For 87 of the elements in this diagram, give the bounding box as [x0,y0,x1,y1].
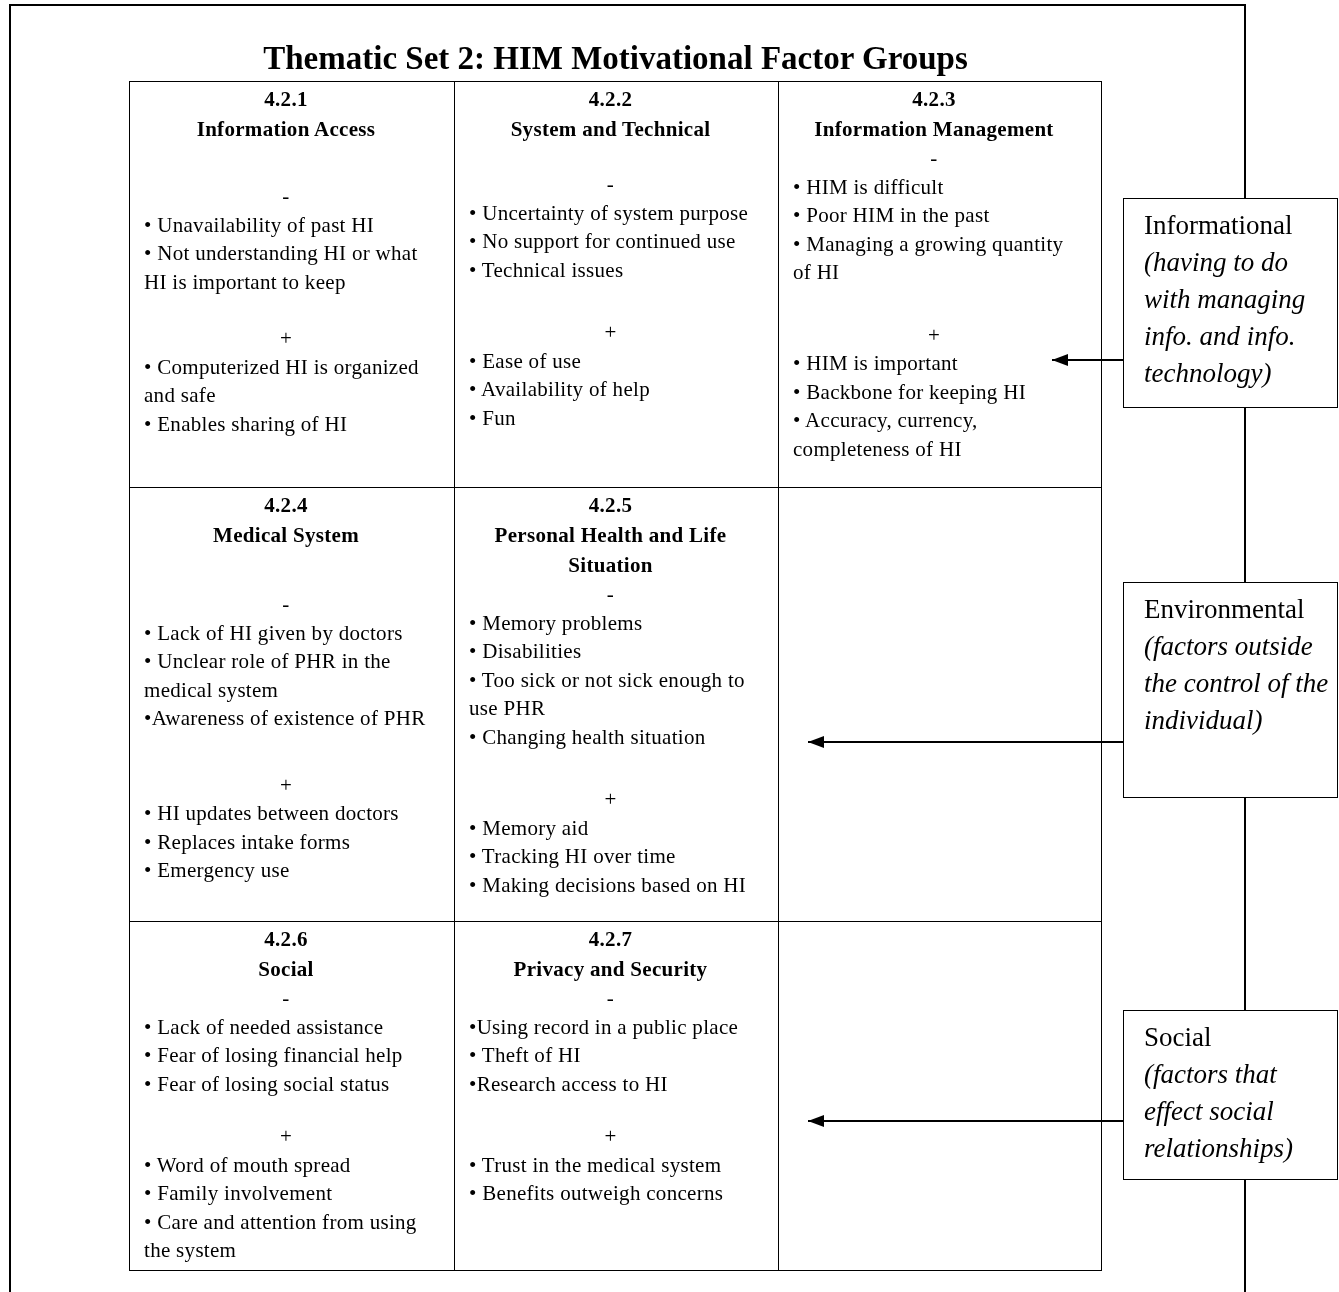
bullet-item: • No support for continued use [469,228,737,255]
bullet-item: • Ease of use [469,347,583,375]
sign-marker: - [281,591,291,618]
bullet-item: • Backbone for keeping HI [793,378,1027,406]
section-heading: Information Management [813,116,1055,143]
sign-marker: + [603,786,618,813]
arrow [1051,354,1124,366]
bullet-item: • HI updates between doctors [144,800,400,827]
section-number: 4.2.5 [587,492,634,519]
bullet-item: • Theft of HI [469,1042,582,1069]
bullet-item: • Lack of HI given by doctors [144,619,404,647]
section-heading: Personal Health and Life Situation [493,522,728,579]
bullet-item: • Family involvement [144,1180,334,1207]
table-cell [129,921,455,1271]
bullet-item: •Research access to HI [469,1070,669,1098]
bullet-item: • Enables sharing of HI [144,410,349,438]
sign-marker: + [278,325,294,352]
category-name: Social [1144,1021,1213,1054]
category-description: (factors that effect social relationships) [1144,1058,1294,1165]
bullet-item: • Replaces intake forms [144,828,352,856]
category-description: (having to do with managing info. and info. technology) [1144,246,1307,390]
bullet-item: •Awareness of existence of PHR [144,705,427,732]
sign-marker: - [605,581,616,608]
section-heading: Information Access [195,116,377,143]
sign-marker: + [603,319,618,346]
bullet-item: • Emergency use [144,857,291,884]
bullet-item: •Using record in a public place [469,1013,740,1041]
bullet-item: • Benefits outweigh concerns [469,1180,725,1207]
section-heading: Social [257,956,315,983]
bullet-item: • Disabilities [469,638,583,665]
bullet-item: • Tracking HI over time [469,843,677,870]
sign-marker: + [603,1123,618,1150]
bullet-item: • Lack of needed assistance [144,1013,385,1041]
sign-marker: + [926,321,942,349]
section-number: 4.2.4 [263,492,309,519]
arrow [807,1115,1124,1127]
bullet-item: • Memory problems [469,609,644,637]
bullet-item: • Technical issues [469,256,625,284]
bullet-item: • Accuracy, currency, completeness of HI [793,407,979,463]
arrow [807,736,1124,748]
table-cell [129,81,455,488]
bullet-item: • Memory aid [469,814,590,842]
section-number: 4.2.2 [587,86,634,113]
bullet-item: • Trust in the medical system [469,1151,723,1179]
bullet-item: • Unclear role of PHR in the medical system [144,648,392,704]
section-number: 4.2.3 [911,86,957,113]
sign-marker: - [281,985,291,1012]
bullet-item: • Making decisions based on HI [469,871,748,899]
bullet-item: • Too sick or not sick enough to use PHR [469,666,746,722]
category-name: Environmental [1144,593,1306,626]
bullet-item: • Not understanding HI or what HI is important to keep [144,240,419,296]
sign-marker: - [281,183,291,210]
sign-marker: - [605,171,616,198]
section-heading: System and Technical [509,116,712,143]
section-number: 4.2.6 [263,926,309,953]
sign-marker: + [278,1123,294,1150]
sign-marker: - [929,145,939,172]
section-heading: Medical System [212,522,360,549]
bullet-item: • Fear of losing financial help [144,1042,404,1069]
bullet-item: • Unavailability of past HI [144,211,376,239]
connector-line [1244,407,1246,583]
bullet-item: • Care and attention from using the system [144,1208,418,1264]
category-name: Informational [1144,209,1294,242]
sign-marker: + [278,771,294,799]
category-box [1123,198,1338,408]
table-cell [778,81,1102,488]
bullet-item: • Word of mouth spread [144,1151,352,1179]
diagram-title: Thematic Set 2: HIM Motivational Factor Groups [262,39,969,78]
section-heading: Privacy and Security [512,956,709,983]
bullet-item: • HIM is difficult [793,173,945,201]
category-box [1123,1010,1338,1180]
bullet-item: • Changing health situation [469,723,707,751]
category-box [1123,582,1338,798]
sign-marker: - [605,985,616,1012]
empty-table-cell [778,921,1102,1271]
bullet-item: • HIM is important [793,350,959,377]
bullet-item: • Poor HIM in the past [793,202,991,229]
bullet-item: • Fear of losing social status [144,1070,391,1098]
bullet-item: • Uncertainty of system purpose [469,199,750,227]
bullet-item: • Managing a growing quantity of HI [793,230,1065,286]
connector-line [1244,797,1246,1011]
bullet-item: • Availability of help [469,376,651,403]
section-number: 4.2.7 [587,926,634,953]
category-description: (factors outside the control of the individual) [1144,630,1330,737]
bullet-item: • Computerized HI is organized and safe [144,353,420,409]
bullet-item: • Fun [469,404,517,432]
section-number: 4.2.1 [263,86,309,113]
